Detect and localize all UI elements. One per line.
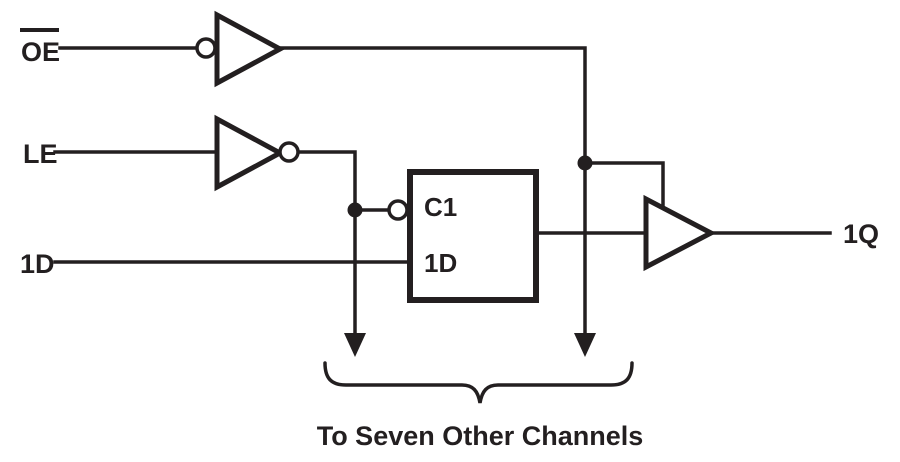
latch-box	[407, 169, 539, 303]
le-label: LE	[23, 139, 58, 169]
oe-inverter	[214, 10, 286, 88]
output-label: 1Q	[843, 219, 879, 249]
channels-brace	[323, 361, 634, 404]
oe-down-arrow	[574, 333, 596, 357]
caption: To Seven Other Channels	[317, 421, 644, 451]
oe-junction-dot	[577, 155, 593, 171]
data-input-label: 1D	[20, 249, 55, 279]
latch-control-label: C1	[424, 192, 457, 222]
le-down-arrow	[344, 333, 366, 357]
le-inverter-output-bubble	[278, 141, 300, 163]
output-enable-branch-wire	[583, 161, 665, 211]
oe-inverter-input-bubble	[195, 37, 217, 59]
oe-label: OE	[21, 37, 60, 67]
c1-input-bubble	[387, 199, 409, 221]
le-output-wire	[296, 150, 357, 336]
le-junction-dot	[347, 202, 363, 218]
output-buffer	[643, 194, 717, 272]
le-inverter	[214, 114, 286, 192]
oe-output-wire	[279, 46, 587, 336]
latch-data-label: 1D	[424, 248, 457, 278]
